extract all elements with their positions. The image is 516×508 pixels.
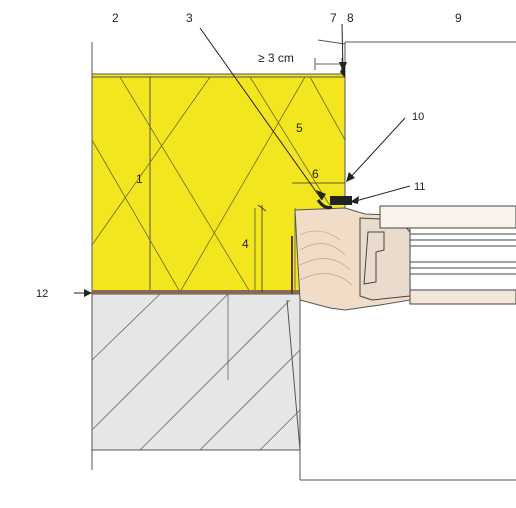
glazing-unit <box>379 205 516 305</box>
label-4: 4 <box>242 237 249 251</box>
label-5: 5 <box>296 121 303 135</box>
masonry-wall <box>91 293 301 451</box>
dimension-label: ≥ 3 cm <box>258 51 294 65</box>
label-7: 7 <box>330 11 337 25</box>
label-11: 11 <box>414 181 425 193</box>
label-3: 3 <box>186 11 193 25</box>
label-12: 12 <box>36 288 48 300</box>
label-2: 2 <box>112 11 119 25</box>
label-6: 6 <box>312 167 319 181</box>
label-1: 1 <box>136 172 143 186</box>
label-9: 9 <box>455 11 462 25</box>
leader-arrowheads <box>84 62 359 297</box>
sealing-membrane <box>92 236 302 294</box>
window-frame <box>294 207 411 311</box>
leader-lines <box>74 23 411 294</box>
label-10: 10 <box>412 111 424 123</box>
dimension-lines <box>257 58 345 292</box>
label-8: 8 <box>347 11 354 25</box>
